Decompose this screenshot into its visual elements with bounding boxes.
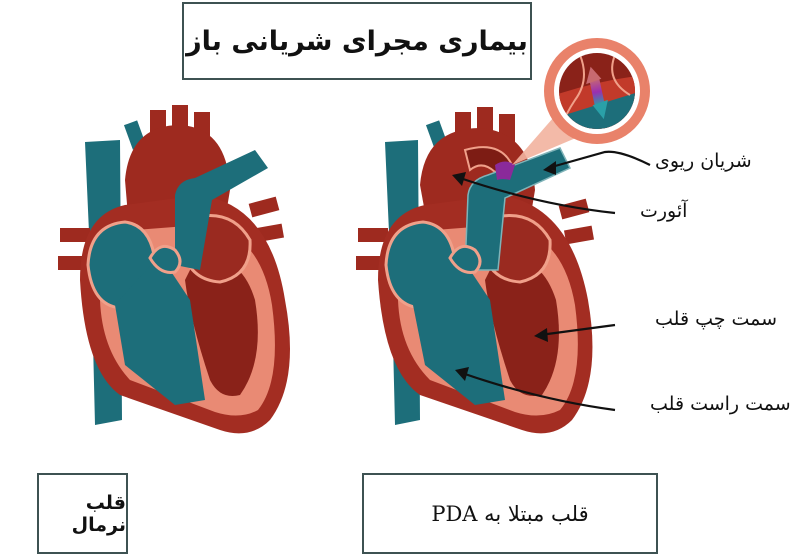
pointer-arrows [459,150,651,412]
page-title: بیماری مجرای شریانی باز [186,25,528,57]
normal-heart [58,105,290,434]
arrow-right-heart [461,371,616,412]
pda-heart [356,107,595,434]
label-left-heart: سمت چپ قلب [655,308,778,330]
arrow-left-heart [539,323,616,337]
magnifier-callout-icon [512,38,650,165]
caption-pda-heart: قلب مبتلا به PDA [431,501,589,526]
label-right-heart: سمت راست قلب [650,393,791,415]
title-box: بیماری مجرای شریانی باز [182,2,532,80]
label-aorta: آئورت [640,200,688,222]
arrow-pulmonary [547,150,651,170]
caption-normal-heart: قلب نرمال [71,491,126,536]
bidirectional-flow-arrow-icon [586,66,608,120]
arrow-aorta [459,176,616,215]
caption-pda-heart-box: قلب مبتلا به PDA [362,473,658,554]
caption-normal-heart-box: قلب نرمال [37,473,128,554]
label-pulmonary-artery: شریان ریوی [655,150,752,172]
